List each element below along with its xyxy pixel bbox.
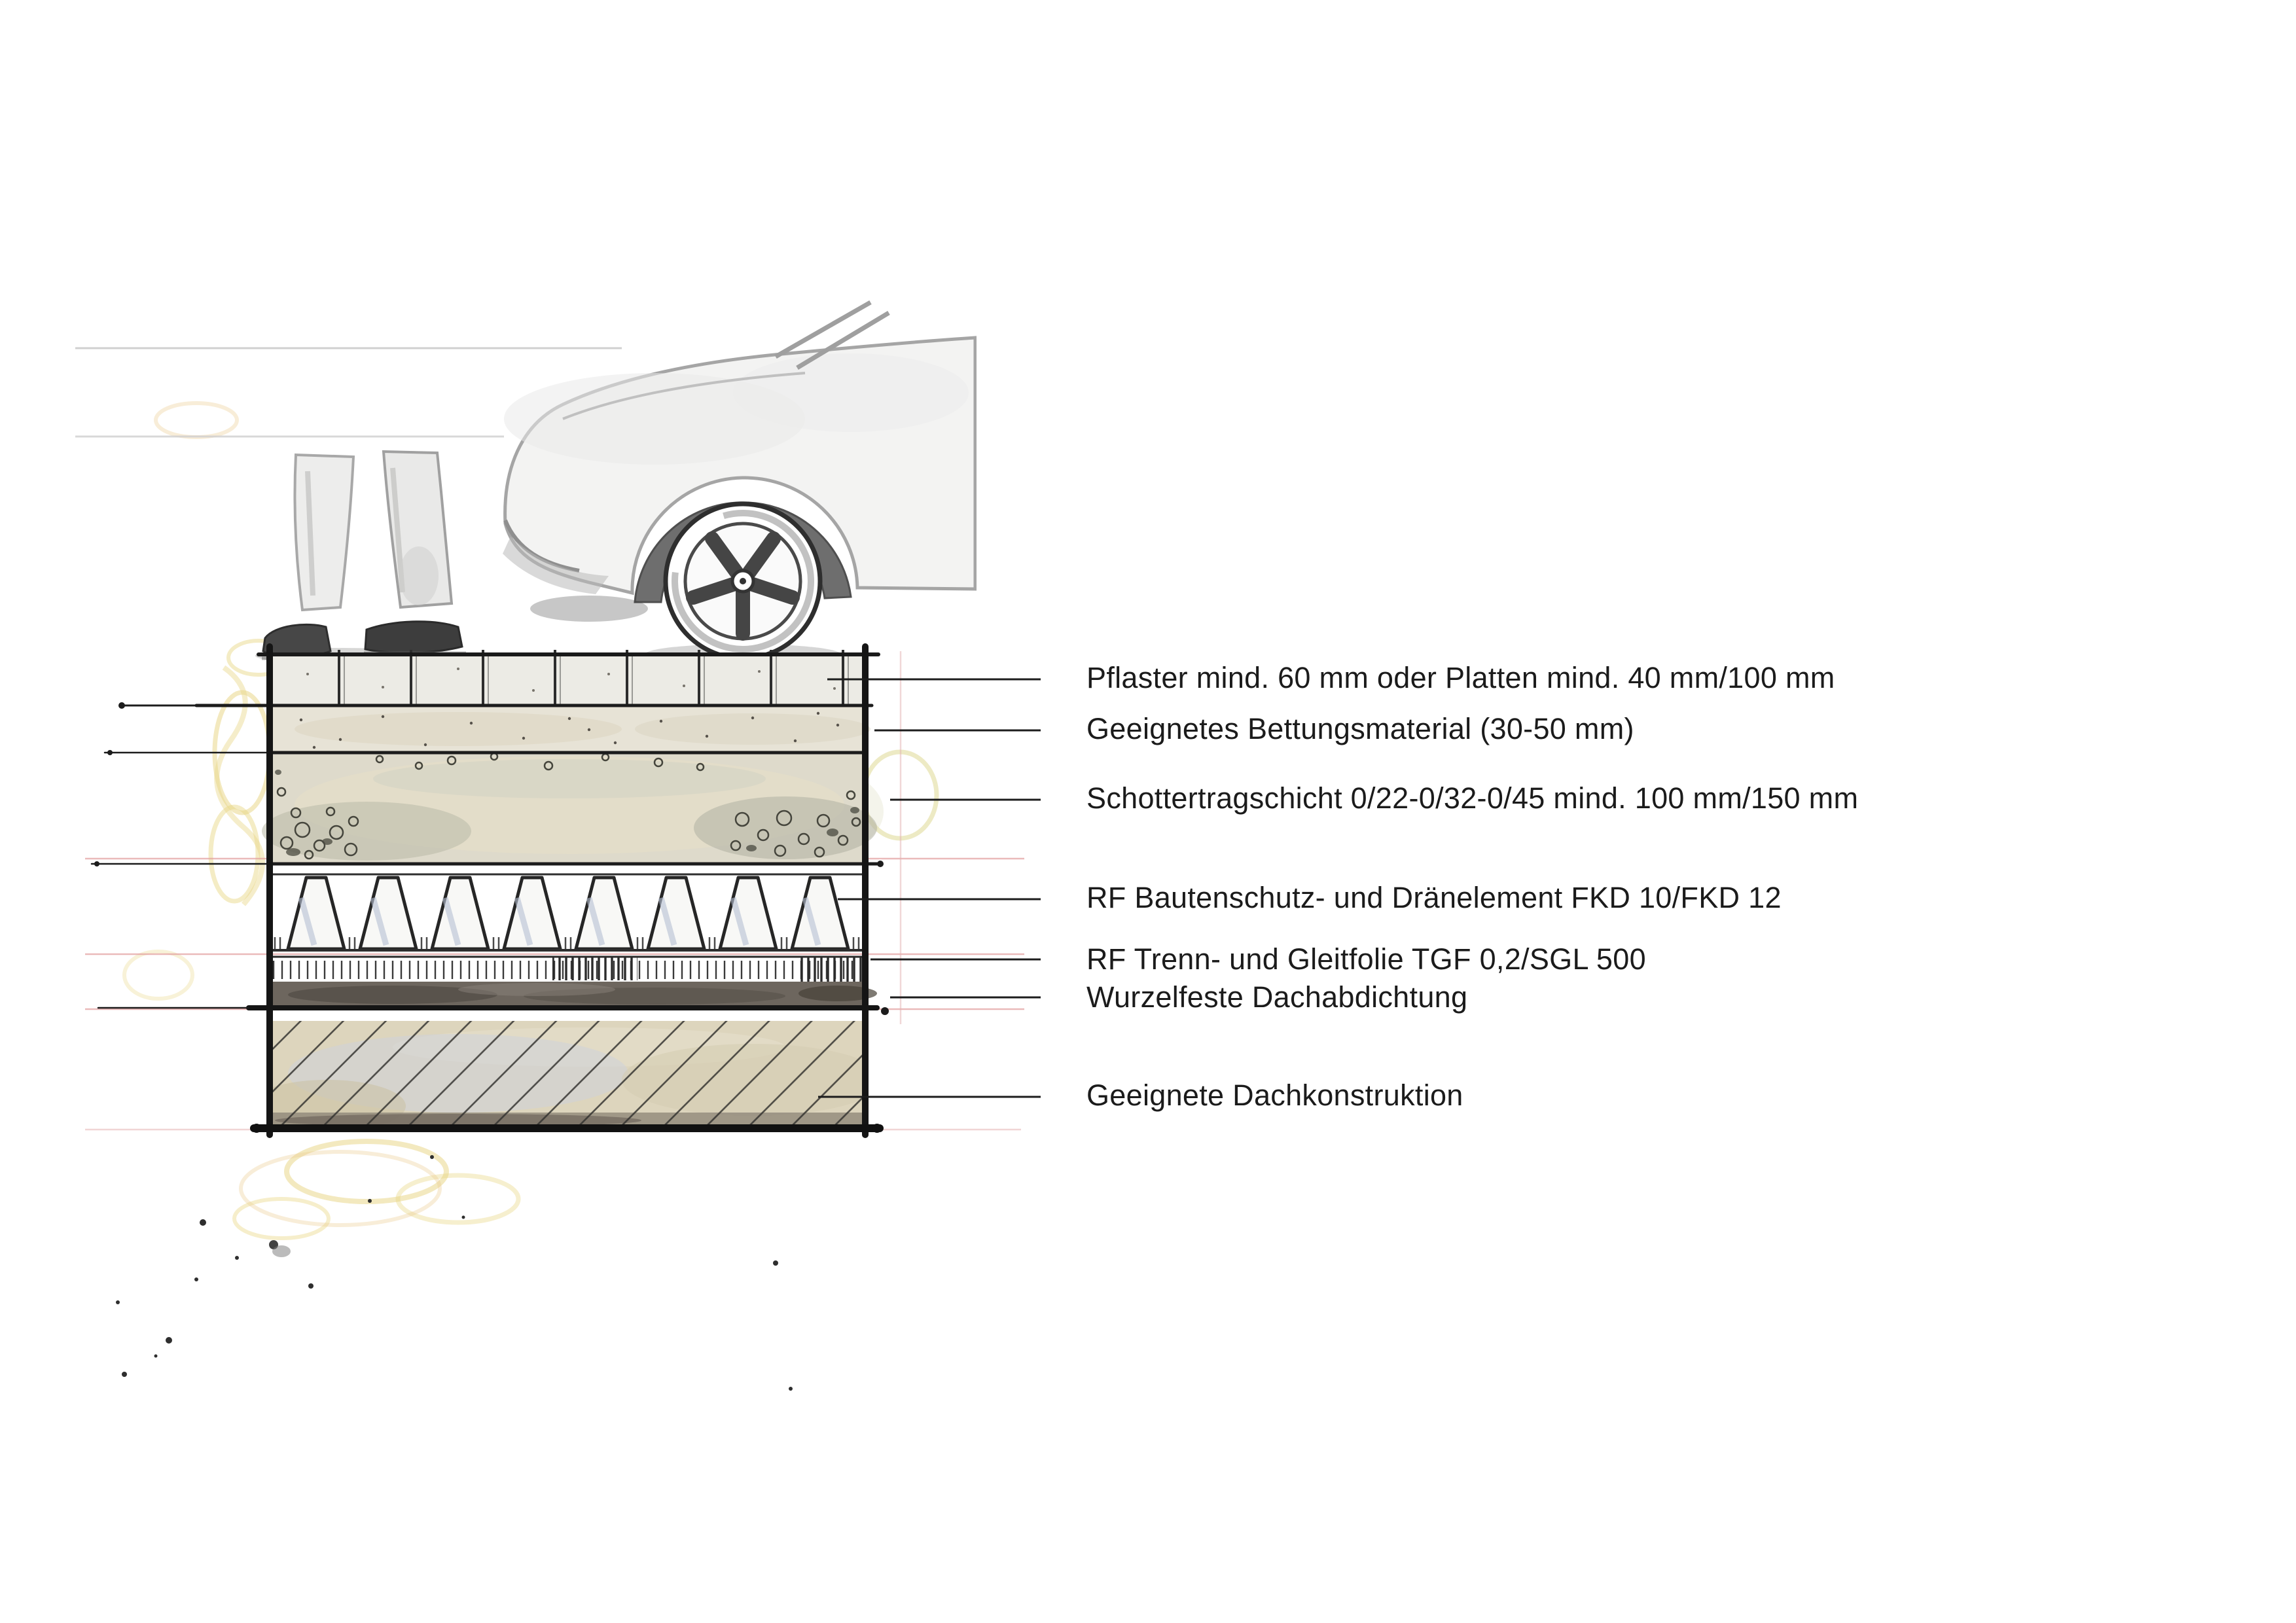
drain-gap-ticks bbox=[274, 937, 860, 950]
left-shoe bbox=[262, 623, 332, 658]
windshield-pillar-line bbox=[796, 310, 890, 370]
gravel-layer bbox=[262, 752, 877, 864]
waterproofing-layer bbox=[270, 982, 877, 1008]
paver-joints bbox=[338, 650, 844, 707]
layer-label-schottertragschicht: Schottertragschicht 0/22-0/32-0/45 mind.… bbox=[1086, 781, 1859, 815]
pedestrian-legs-sketch bbox=[255, 450, 466, 664]
drain-cone-shading bbox=[298, 897, 821, 946]
ink-splatter bbox=[116, 1155, 793, 1391]
car-sketch bbox=[503, 300, 977, 665]
front-wheel bbox=[663, 501, 823, 661]
layer-label-dachkonstruktion: Geeignete Dachkonstruktion bbox=[1086, 1079, 1463, 1112]
layer-label-draenelement: RF Bautenschutz- und Dränelement FKD 10/… bbox=[1086, 881, 1782, 914]
windshield-pillar-line bbox=[774, 300, 872, 359]
cross-section-illustration bbox=[75, 300, 1041, 1391]
leader-lines bbox=[818, 678, 1041, 1098]
foil-layer bbox=[270, 954, 865, 982]
layer-label-dachabdichtung: Wurzelfeste Dachabdichtung bbox=[1086, 980, 1468, 1014]
layer-label-bettungsmaterial: Geeignetes Bettungsmaterial (30-50 mm) bbox=[1086, 712, 1634, 745]
left-leg bbox=[293, 453, 355, 612]
layer-label-gleitfolie: RF Trenn- und Gleitfolie TGF 0,2/SGL 500 bbox=[1086, 942, 1646, 976]
gravel-pebbles bbox=[276, 752, 861, 860]
layer-label-pflaster: Pflaster mind. 60 mm oder Platten mind. … bbox=[1086, 661, 1835, 694]
drain-element-layer bbox=[270, 873, 865, 952]
drain-cones bbox=[286, 876, 850, 951]
roof-construction-layer bbox=[270, 1021, 865, 1127]
right-shoe bbox=[364, 620, 463, 654]
bedding-layer bbox=[270, 705, 870, 753]
section-frame bbox=[90, 643, 889, 1138]
paver-layer bbox=[270, 650, 865, 707]
bedding-speckles bbox=[299, 711, 840, 749]
